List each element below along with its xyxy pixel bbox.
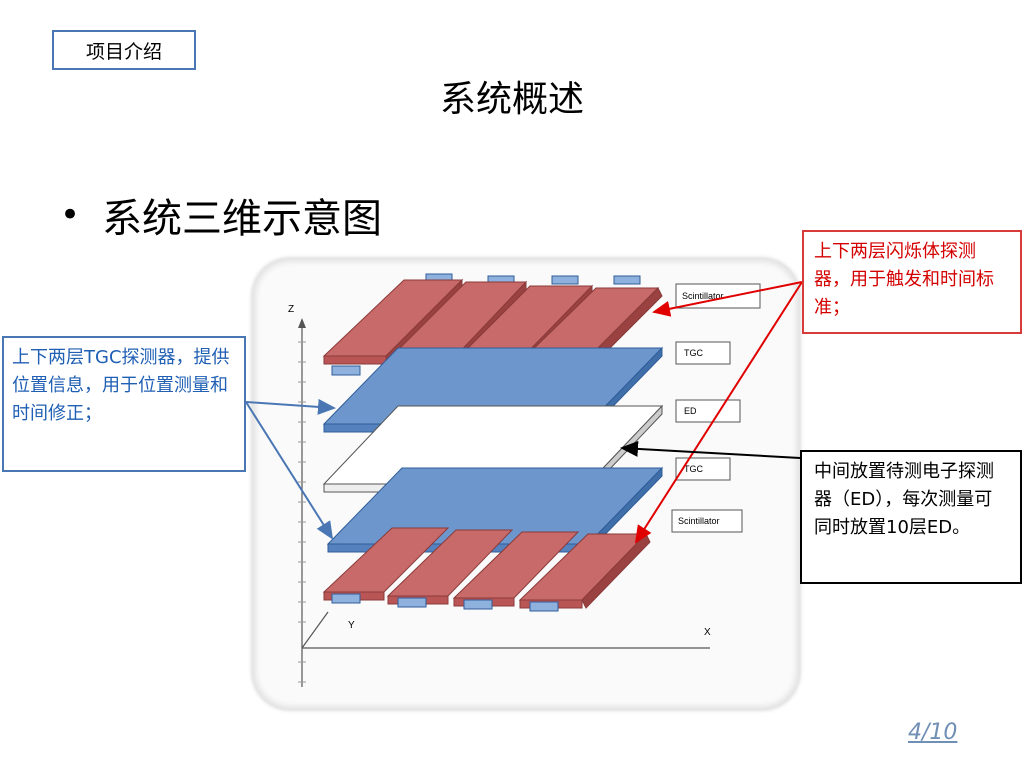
label-box-tgc-top: [675, 341, 731, 365]
arrow-red-bottom: [634, 281, 803, 544]
label-box-tgc-bottom: [675, 457, 731, 481]
axis-y-label: Y: [348, 620, 355, 631]
system-3d-diagram: Z Y X: [288, 273, 761, 687]
z-axis-ticks: [298, 341, 306, 683]
z-axis-arrow-icon: [298, 318, 306, 328]
page-number[interactable]: 4/10: [908, 720, 958, 745]
label-box-scintillator-bottom: [671, 509, 743, 533]
axis-z-label: Z: [288, 304, 294, 315]
arrow-blue-top: [245, 398, 336, 415]
arrow-red-top: [652, 281, 803, 317]
arrow-black: [620, 440, 801, 459]
bullet-item: • 系统三维示意图: [60, 186, 382, 244]
bullet-text: 系统三维示意图: [102, 196, 383, 242]
bullet-dot-icon: •: [60, 195, 81, 235]
label-tgc-bottom: TGC: [684, 464, 703, 474]
axis-x-label: X: [704, 627, 711, 638]
section-tag: 项目介绍: [52, 30, 196, 70]
arrow-blue-bottom: [245, 401, 334, 540]
bottom-scintillator-layer: [322, 527, 651, 612]
annotation-tgc: 上下两层TGC探测器，提供位置信息，用于位置测量和时间修正；: [2, 336, 246, 472]
y-axis: [301, 611, 329, 649]
label-tgc-top: TGC: [684, 348, 703, 358]
label-scintillator-top: Scintillator: [682, 291, 724, 301]
annotation-ed: 中间放置待测电子探测器（ED），每次测量可同时放置10层ED。: [800, 450, 1022, 584]
label-scintillator-bottom: Scintillator: [678, 516, 720, 526]
page-title: 系统概述: [439, 79, 584, 120]
annotation-scintillator: 上下两层闪烁体探测器，用于触发和时间标准；: [802, 230, 1022, 334]
label-ed: ED: [684, 406, 697, 416]
